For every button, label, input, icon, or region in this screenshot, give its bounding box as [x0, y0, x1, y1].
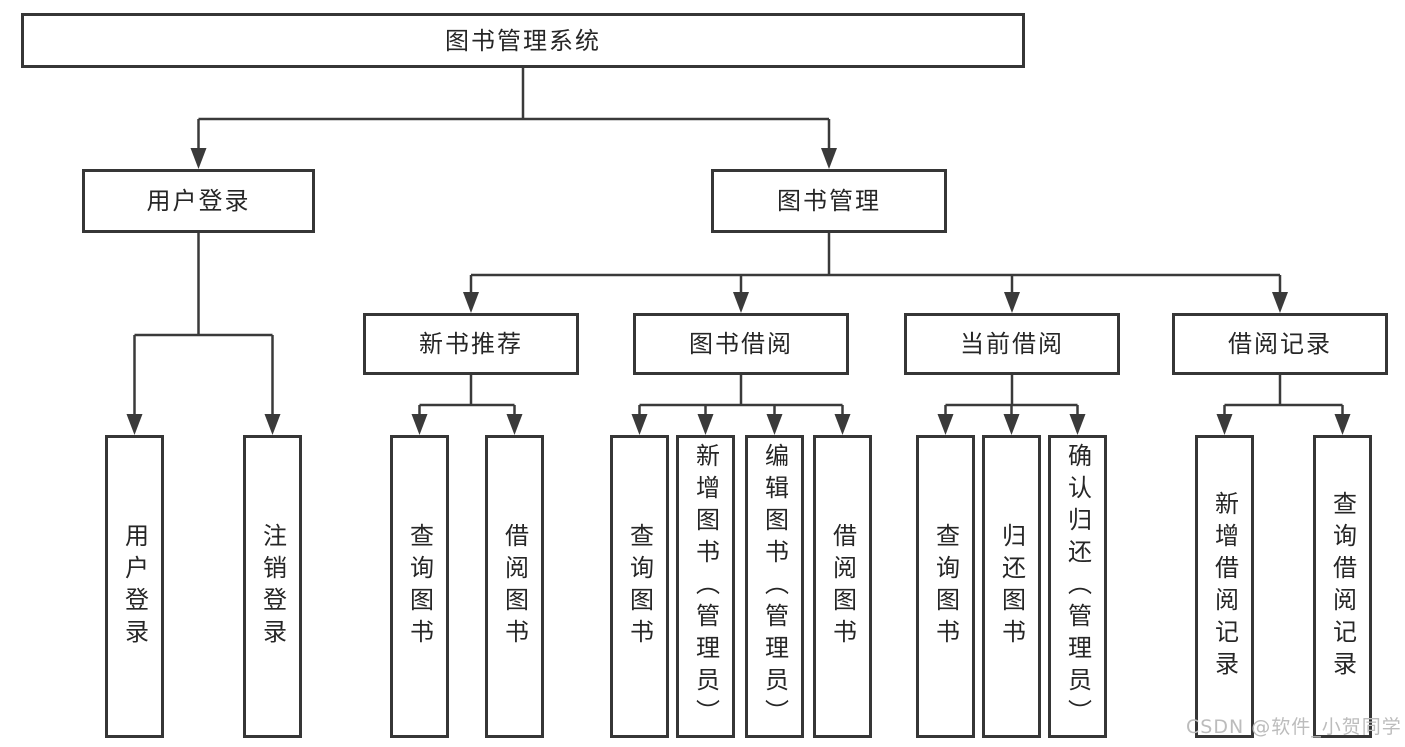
leaf-edit-books-admin-label: 编辑图书（管理员） — [760, 442, 789, 731]
node-book-borrow: 图书借阅 — [633, 313, 849, 375]
leaf-query-borrow-record: 查询借阅记录 — [1313, 435, 1372, 738]
leaf-logout: 注销登录 — [243, 435, 302, 738]
connectors-new-book-rec — [411, 375, 523, 435]
leaf-add-borrow-record: 新增借阅记录 — [1195, 435, 1254, 738]
node-new-book-rec: 新书推荐 — [363, 313, 579, 375]
node-book-mgmt: 图书管理 — [711, 169, 947, 233]
node-user-login-label: 用户登录 — [146, 187, 251, 215]
connectors-current-borrow — [937, 375, 1086, 435]
leaf-return-books: 归还图书 — [982, 435, 1041, 738]
node-root-label: 图书管理系统 — [445, 26, 601, 55]
node-new-book-rec-label: 新书推荐 — [419, 330, 523, 358]
node-book-borrow-label: 图书借阅 — [689, 330, 793, 358]
node-current-borrow: 当前借阅 — [904, 313, 1120, 375]
leaf-borrow-query-books-label: 查询图书 — [625, 522, 654, 651]
connectors-user-login — [126, 233, 281, 435]
node-current-borrow-label: 当前借阅 — [960, 330, 1064, 358]
node-book-mgmt-label: 图书管理 — [777, 187, 881, 215]
leaf-borrow-query-books: 查询图书 — [610, 435, 669, 738]
leaf-user-login-label: 用户登录 — [120, 522, 149, 651]
node-borrow-records-label: 借阅记录 — [1228, 330, 1332, 358]
leaf-add-books-admin-label: 新增图书（管理员） — [691, 442, 720, 731]
leaf-user-login: 用户登录 — [105, 435, 164, 738]
leaf-add-borrow-record-label: 新增借阅记录 — [1210, 490, 1239, 683]
connectors-book-mgmt — [463, 233, 1288, 313]
leaf-rec-query-books: 查询图书 — [390, 435, 449, 738]
connectors-borrow-records — [1216, 375, 1351, 435]
leaf-logout-label: 注销登录 — [258, 522, 287, 651]
node-root: 图书管理系统 — [21, 13, 1025, 68]
leaf-borrow-books: 借阅图书 — [813, 435, 872, 738]
leaf-current-query-books-label: 查询图书 — [931, 522, 960, 651]
node-borrow-records: 借阅记录 — [1172, 313, 1388, 375]
node-user-login: 用户登录 — [82, 169, 315, 233]
leaf-query-borrow-record-label: 查询借阅记录 — [1328, 490, 1357, 683]
leaf-confirm-return-admin-label: 确认归还（管理员） — [1063, 442, 1092, 731]
leaf-confirm-return-admin: 确认归还（管理员） — [1048, 435, 1107, 738]
leaf-add-books-admin: 新增图书（管理员） — [676, 435, 735, 738]
leaf-rec-borrow-books-label: 借阅图书 — [500, 522, 529, 651]
csdn-watermark: CSDN @软件_小贺同学 — [1186, 716, 1402, 738]
leaf-edit-books-admin: 编辑图书（管理员） — [745, 435, 804, 738]
leaf-return-books-label: 归还图书 — [997, 522, 1026, 651]
leaf-current-query-books: 查询图书 — [916, 435, 975, 738]
leaf-rec-borrow-books: 借阅图书 — [485, 435, 544, 738]
leaf-rec-query-books-label: 查询图书 — [405, 522, 434, 651]
connectors-book-borrow — [631, 375, 851, 435]
connectors-root — [190, 68, 837, 169]
leaf-borrow-books-label: 借阅图书 — [828, 522, 857, 651]
